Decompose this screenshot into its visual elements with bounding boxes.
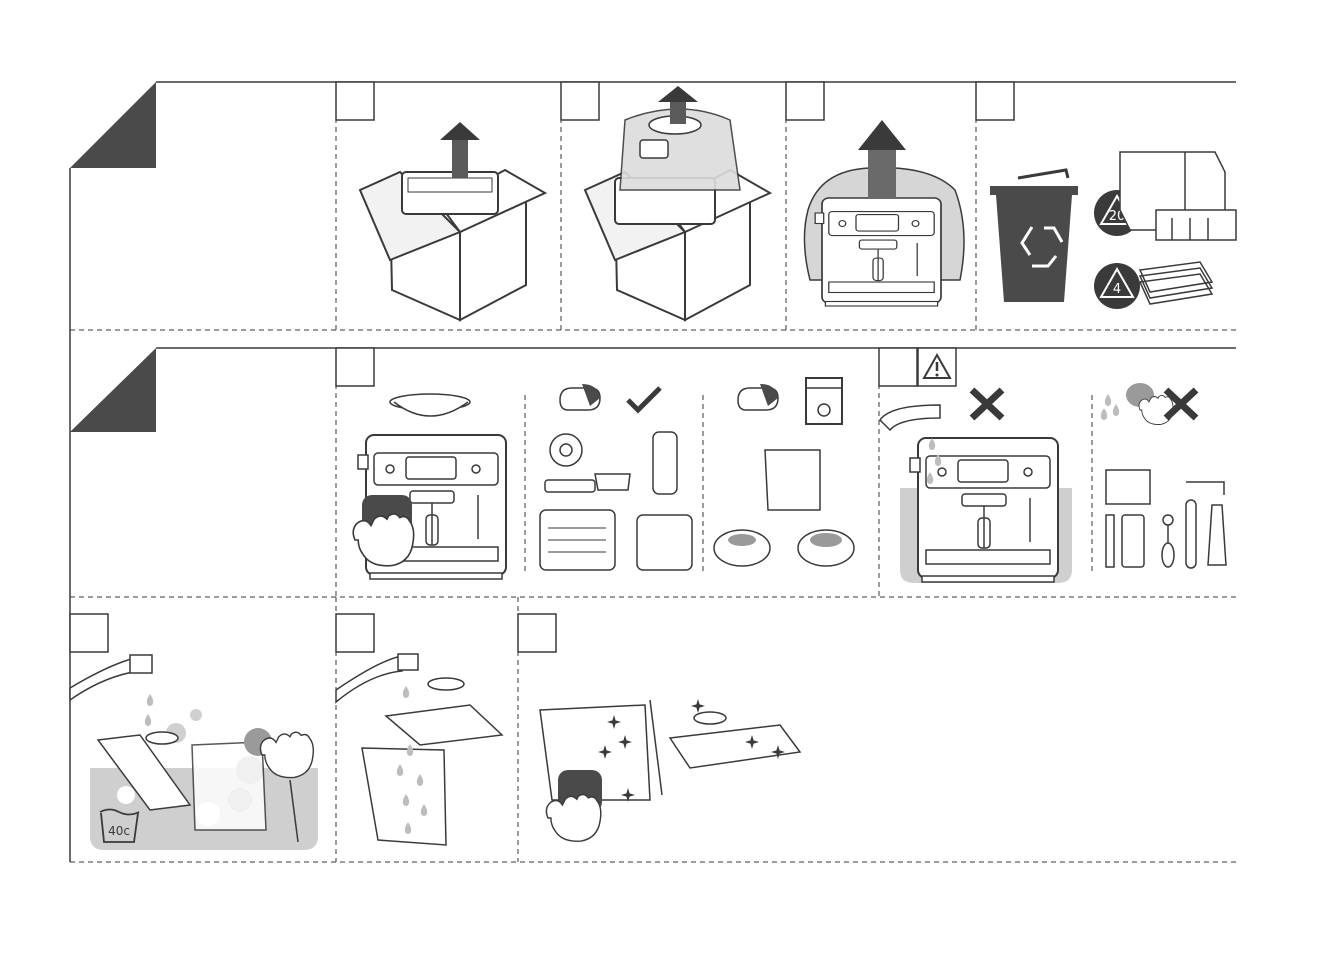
dishwasher-parts-illustration [714, 378, 854, 566]
cardboard-box [1120, 152, 1236, 240]
checkmark-icon [628, 388, 660, 410]
wipe-machine-illustration [353, 394, 506, 579]
dry-tank-illustration [540, 699, 800, 841]
recycle-code-badge: 4 [1094, 263, 1140, 309]
dishwasher-icon [806, 378, 842, 424]
section-tab-2 [70, 348, 156, 432]
unbox-step-2-illustration [585, 86, 770, 320]
no-submerge-illustration [880, 390, 1072, 583]
wash-tank-illustration: 40c [70, 655, 318, 850]
recycle-code-bottom: 4 [1113, 282, 1121, 297]
rinse-tank-illustration [336, 654, 502, 845]
recycle-bin-icon [990, 170, 1078, 302]
plastic-sheets [1140, 262, 1212, 304]
no-wash-accessories-illustration [1101, 383, 1226, 568]
section-tab-1 [70, 82, 156, 168]
warning-triangle-icon [918, 348, 956, 386]
recycle-step-4-illustration: 20 4 [990, 152, 1236, 309]
cross-icon [972, 390, 1002, 418]
wash-temperature-label: 40c [108, 824, 130, 838]
unbox-step-1-illustration [360, 122, 545, 320]
unbag-step-3-illustration [804, 120, 964, 306]
hand-wash-parts-illustration [540, 384, 692, 570]
